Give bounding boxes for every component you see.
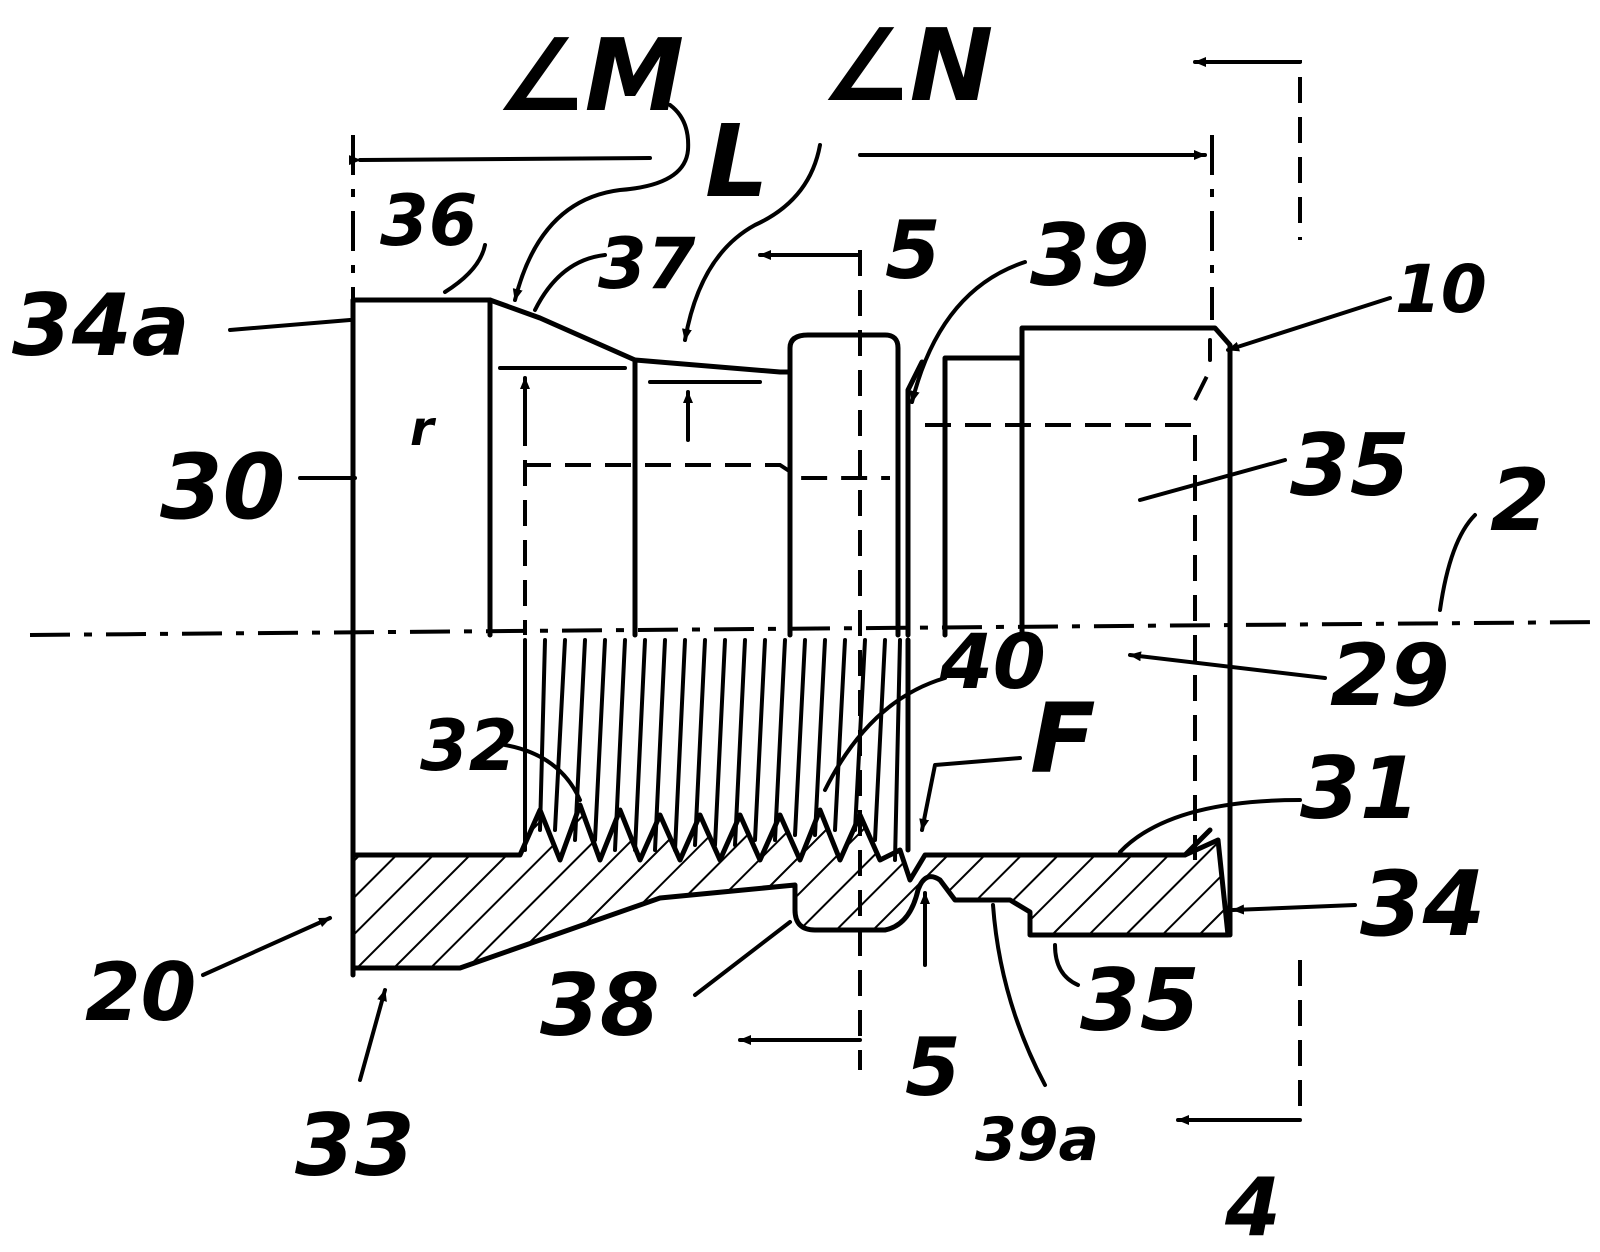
label-29: 29: [1330, 626, 1450, 726]
label-4: 4: [1224, 1161, 1281, 1252]
label-31: 31: [1300, 739, 1420, 839]
lower-section: [350, 632, 1231, 978]
label-20: 20: [85, 946, 196, 1039]
label-l: L: [705, 103, 769, 220]
body-section: [350, 802, 1231, 971]
upper-outline: [350, 297, 1233, 938]
label-34: 34: [1360, 852, 1485, 957]
label-34a: 34a: [12, 276, 190, 376]
label-40: 40: [939, 617, 1046, 706]
label-39a: 39a: [975, 1105, 1099, 1175]
section-line-5: [738, 250, 862, 1070]
label-10: 10: [1395, 251, 1487, 328]
angle-arrows: [498, 366, 762, 442]
internal-threads: [523, 638, 902, 862]
label-5-bottom: 5: [905, 1021, 961, 1114]
section-line-4: [1176, 57, 1302, 1125]
label-37: 37: [598, 223, 696, 305]
label-angle-n: ∠N: [820, 7, 993, 124]
label-2: 2: [1490, 451, 1550, 551]
label-30: 30: [160, 435, 285, 540]
label-r: r: [410, 401, 437, 457]
label-38: 38: [540, 956, 660, 1056]
reference-labels: 34a 36 37 ∠M ∠N L 5 39 10 r 30 35 2 29 4…: [12, 7, 1550, 1252]
label-39: 39: [1030, 206, 1150, 306]
label-35-upper: 35: [1290, 416, 1410, 516]
label-5-top: 5: [885, 204, 941, 297]
label-f: F: [1030, 683, 1096, 795]
label-33: 33: [295, 1096, 415, 1196]
label-35-lower: 35: [1080, 951, 1200, 1051]
label-angle-m: ∠M: [495, 17, 684, 134]
label-36: 36: [380, 180, 477, 262]
centerline: [29, 620, 1600, 637]
label-32: 32: [420, 705, 517, 787]
hidden-lines: [523, 369, 1212, 860]
leader-lines: [201, 103, 1477, 1087]
